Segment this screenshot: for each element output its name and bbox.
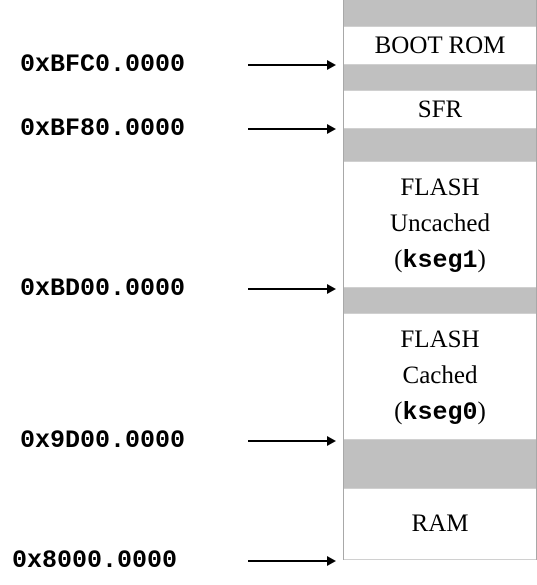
paren-close: )	[477, 246, 486, 274]
region-flash-cached-line1: FLASH	[400, 325, 480, 353]
arrow-flash-cached	[248, 436, 336, 446]
region-flash-cached-line2: Cached	[402, 361, 478, 389]
address-label-boot-rom: 0xBFC0.0000	[20, 50, 186, 79]
region-flash-cached-segment: (kseg0)	[394, 394, 486, 431]
region-boot-rom: BOOT ROM	[344, 26, 536, 65]
region-flash-uncached-segment: (kseg1)	[394, 242, 486, 279]
address-label-ram: 0x8000.0000	[12, 546, 178, 575]
paren-open: (	[394, 398, 403, 426]
segment-name-kseg0: kseg0	[402, 398, 478, 428]
region-ram: RAM	[344, 488, 536, 560]
address-label-flash-uncached: 0xBD00.0000	[20, 274, 186, 303]
arrow-boot-rom	[248, 60, 336, 70]
region-sfr: SFR	[344, 90, 536, 129]
paren-open: (	[394, 246, 403, 274]
region-flash-uncached-line2: Uncached	[390, 209, 490, 237]
arrow-ram	[248, 556, 336, 566]
address-label-flash-cached: 0x9D00.0000	[20, 426, 186, 455]
address-label-sfr: 0xBF80.0000	[20, 114, 186, 143]
arrow-flash-uncached	[248, 284, 336, 294]
region-flash-cached: FLASH Cached (kseg0)	[344, 313, 536, 440]
segment-name-kseg1: kseg1	[402, 246, 478, 276]
region-boot-rom-label: BOOT ROM	[374, 31, 506, 59]
region-ram-label: RAM	[411, 510, 469, 538]
region-flash-uncached-line1: FLASH	[400, 173, 480, 201]
paren-close: )	[477, 398, 486, 426]
arrow-sfr	[248, 124, 336, 134]
region-sfr-label: SFR	[417, 95, 463, 123]
region-flash-uncached: FLASH Uncached (kseg1)	[344, 161, 536, 288]
